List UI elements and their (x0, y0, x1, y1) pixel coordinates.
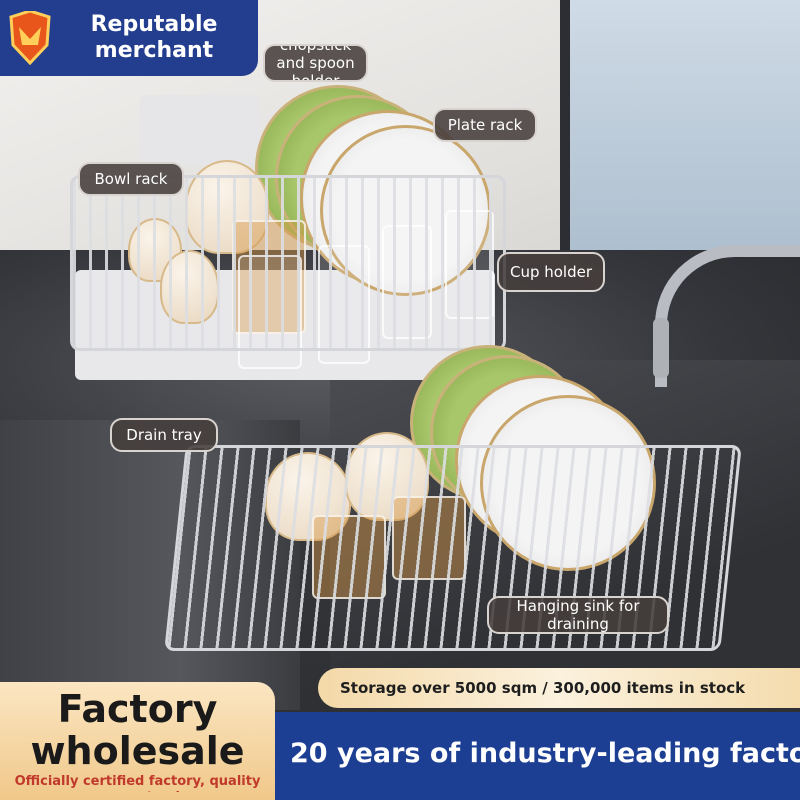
factory-title: Factory wholesale (30, 687, 245, 773)
bowl-plate-rack (70, 175, 506, 351)
years-banner-text: 20 years of industry-leading factory (290, 738, 800, 769)
cutlery-holder (140, 95, 260, 165)
shield-crown-icon (0, 0, 60, 76)
reputable-merchant-badge: Reputable merchant (0, 0, 258, 76)
label-bowl-rack: Bowl rack (78, 162, 184, 196)
factory-subtitle: Officially certified factory, quality gu… (14, 774, 261, 792)
factory-wholesale-panel: Factory wholesale Officially certified f… (0, 682, 275, 800)
window (560, 0, 800, 250)
label-cup-holder: Cup holder (497, 252, 605, 292)
faucet-neck (653, 318, 669, 378)
label-drain-tray: Drain tray (110, 418, 218, 452)
label-plate-rack: Plate rack (433, 108, 537, 142)
label-hanging-sink: Hanging sink for draining (487, 596, 669, 634)
badge-line2: merchant (94, 38, 214, 63)
badge-text: Reputable merchant (60, 12, 258, 64)
label-chopstick-holder: chopstick and spoon holder (263, 44, 368, 82)
badge-line1: Reputable (90, 12, 218, 37)
storage-banner: Storage over 5000 sqm / 300,000 items in… (318, 668, 800, 708)
